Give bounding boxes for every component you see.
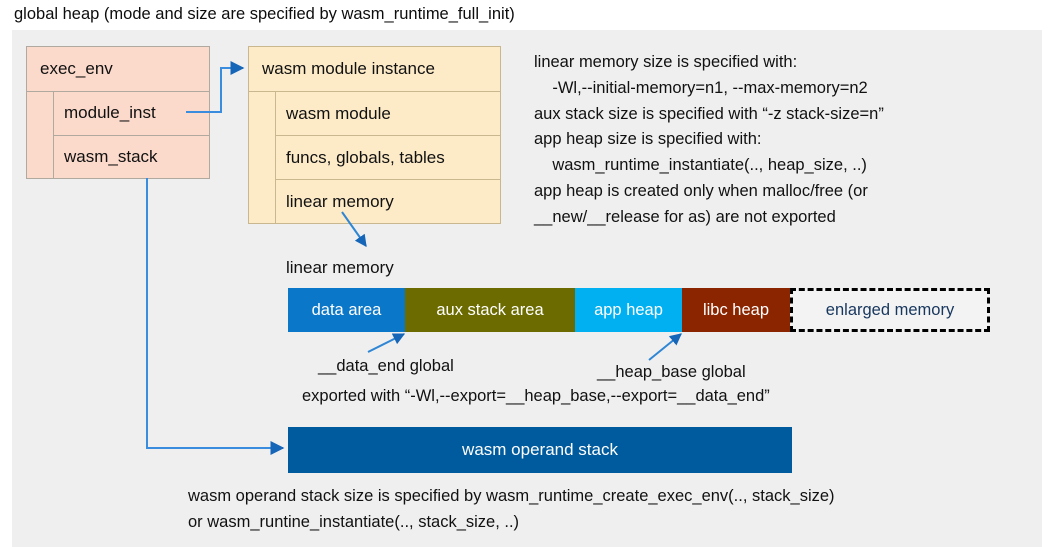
segment-enlarged-memory-label: enlarged memory xyxy=(825,300,955,319)
annotation-heap-base: __heap_base global xyxy=(597,363,746,381)
annotation-data-end: __data_end global xyxy=(318,357,454,375)
segment-data-area: data area xyxy=(288,288,405,332)
segment-data-area-label: data area xyxy=(311,300,382,319)
linear-memory-bar: data area aux stack area app heap libc h… xyxy=(288,288,990,332)
annotation-exported-with: exported with “-Wl,--export=__heap_base,… xyxy=(302,387,770,405)
wasm-operand-stack-bar: wasm operand stack xyxy=(288,427,792,473)
operand-stack-note: wasm operand stack size is specified by … xyxy=(188,487,835,531)
page-title: global heap (mode and size are specified… xyxy=(14,5,515,23)
exec-env-header: exec_env xyxy=(27,47,209,92)
module-instance-header: wasm module instance xyxy=(249,47,500,92)
segment-aux-stack-area-label: aux stack area xyxy=(436,300,544,319)
segment-enlarged-memory: enlarged memory xyxy=(790,288,990,332)
linear-memory-caption: linear memory xyxy=(286,258,394,277)
segment-aux-stack-area: aux stack area xyxy=(405,288,575,332)
segment-app-heap-label: app heap xyxy=(594,300,663,319)
memory-config-notes: linear memory size is specified with: -W… xyxy=(534,53,884,226)
segment-libc-heap-label: libc heap xyxy=(702,300,770,319)
exec-env-row-wasm-stack: wasm_stack xyxy=(64,147,158,167)
exec-env-fields: module_inst wasm_stack xyxy=(27,92,209,179)
segment-app-heap: app heap xyxy=(575,288,682,332)
wasm-operand-stack-label: wasm operand stack xyxy=(462,440,618,459)
exec-env-gutter xyxy=(27,92,54,179)
segment-libc-heap: libc heap xyxy=(682,288,790,332)
wasm-module-instance-box: wasm module instance wasm module funcs, … xyxy=(248,46,501,224)
module-instance-gutter xyxy=(249,92,276,224)
module-instance-row-wasm-module: wasm module xyxy=(276,92,500,136)
exec-env-box: exec_env module_inst wasm_stack xyxy=(26,46,210,179)
module-instance-row-funcs-globals-tables: funcs, globals, tables xyxy=(276,136,500,180)
module-instance-row-linear-memory: linear memory xyxy=(286,192,394,211)
exec-env-row-module-inst: module_inst xyxy=(54,92,209,136)
module-instance-fields: wasm module funcs, globals, tables linea… xyxy=(249,92,500,224)
